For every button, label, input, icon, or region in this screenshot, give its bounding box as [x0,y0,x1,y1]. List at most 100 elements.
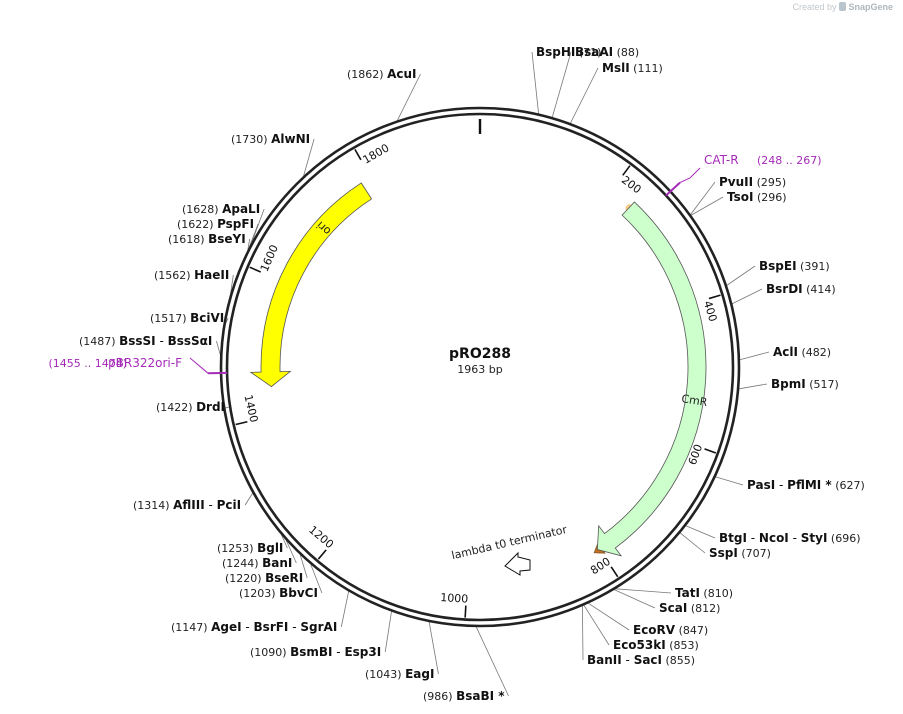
site-label-bcivi: (1517) BciVI [150,311,224,325]
leader-acui [397,73,421,121]
enzyme-name: SgrAI [300,620,337,634]
leader-bsssi [216,340,221,355]
leader-lines [216,51,770,697]
snapgene-logo-icon [839,2,847,11]
enzyme-name: SacI [634,653,662,667]
tick-label-1400: 1400 [241,393,260,423]
site-bsabi: (986) BsaBI * [423,689,505,703]
enzyme-name: BpmI [771,377,806,391]
site-label-sspi: SspI (707) [709,546,771,560]
site-position: (1147) [171,621,211,634]
tick-1800 [354,148,362,161]
site-label-haeii: (1562) HaeII [154,268,229,282]
site-position: (414) [803,283,836,296]
enzyme-name: BspHI [536,45,575,59]
cmr-label: CmR [681,392,709,409]
site-position: (1244) [222,557,262,570]
site-position: (1253) [217,542,257,555]
tick-1000 [464,605,467,618]
site-eagi: (1043) EagI [365,667,434,681]
leader-bgli [281,534,288,549]
enzyme-name: BanII [587,653,622,667]
site-label-tsoi: TsoI (296) [727,190,787,204]
enzyme-name: BssSαI [168,334,213,348]
site-position: (71) [575,46,601,59]
site-position: (627) [832,479,865,492]
tick-800 [610,566,619,578]
site-label-alwni: (1730) AlwNI [231,132,310,146]
leader-ecorv [588,602,630,631]
enzyme-name: HaeII [194,268,229,282]
site-eco53ki: Eco53kI (853) [613,638,699,652]
enzyme-name: AlwNI [271,132,310,146]
site-position: (810) [700,587,733,600]
tick-1400 [235,421,248,426]
site-position: (1618) [168,233,208,246]
site-position: (88) [613,46,639,59]
tick-600 [704,448,717,454]
tick-label-1800: 1800 [361,141,392,166]
site-separator: - [205,498,217,512]
site-position: (1422) [156,401,196,414]
leader-pasi [715,476,744,486]
site-alwni: (1730) AlwNI [231,132,310,146]
site-tati: TatI (810) [675,586,733,600]
site-position: (696) [827,532,860,545]
leader-acli [739,351,770,361]
site-haeii: (1562) HaeII [154,268,229,282]
leader-bpmi [739,383,768,390]
site-position: (1862) [347,68,387,81]
site-separator: - [789,531,801,545]
enzyme-name: BseYI [208,232,246,246]
primer-label-cat-r: CAT-R [704,153,739,167]
primer-range-pbr322ori-f: (1455 .. 1474) [48,357,127,370]
site-label-bani: (1244) BanI [222,556,292,570]
plasmid-length: 1963 bp [457,363,502,376]
enzyme-name: AflIII [173,498,205,512]
site-banii: BanII - SacI (855) [587,653,695,667]
backbone-inner-circle [225,112,735,622]
site-bseri: (1220) BseRI [225,571,303,585]
enzyme-name: StyI [801,531,828,545]
site-label-eagi: (1043) EagI [365,667,434,681]
lambda-t0-terminator-arrow [504,551,531,576]
site-position: (1622) [177,218,217,231]
site-bsssi: (1487) BssSI - BssSαI [79,334,212,348]
primer-leader-cat-r [679,167,701,184]
site-position: (295) [753,176,786,189]
site-apali: (1628) ApaLI [182,202,260,216]
site-position: (1487) [79,335,119,348]
enzyme-name: BglI [257,541,283,555]
site-label-tati: TatI (810) [675,586,733,600]
enzyme-name: TsoI [727,190,753,204]
site-afliii: (1314) AflIII - PciI [133,498,241,512]
site-label-apali: (1628) ApaLI [182,202,260,216]
plasmid-name: pRO288 [449,346,511,362]
enzyme-name: DrdI [196,400,225,414]
enzyme-name: PasI [747,478,775,492]
site-label-bsmbi: (1090) BsmBI - Esp3I [250,645,381,659]
enzyme-name: MslI [602,61,630,75]
site-label-bseri: (1220) BseRI [225,571,303,585]
site-label-bsssi: (1487) BssSI - BssSαI [79,334,212,348]
enzyme-name: BsrDI [766,282,803,296]
site-label-bseyi: (1618) BseYI [168,232,246,246]
leader-alwni [303,138,315,177]
leader-afliii [244,492,253,506]
site-acui: (1862) AcuI [347,67,417,81]
site-label-eco53ki: Eco53kI (853) [613,638,699,652]
site-label-bsrdi: BsrDI (414) [766,282,836,296]
leader-banii [582,605,584,661]
site-bsaai: BsaAI (88) [575,45,639,59]
tick-400 [708,294,721,300]
leader-scai [614,589,656,609]
site-position: (1220) [225,572,265,585]
enzyme-name: PspFI [217,217,254,231]
site-label-msli: MslI (111) [602,61,663,75]
site-position: (1043) [365,668,405,681]
enzyme-name: BsaBI * [456,689,505,703]
site-position: (111) [630,62,663,75]
enzyme-name: SspI [709,546,738,560]
site-bsrdi: BsrDI (414) [766,282,836,296]
